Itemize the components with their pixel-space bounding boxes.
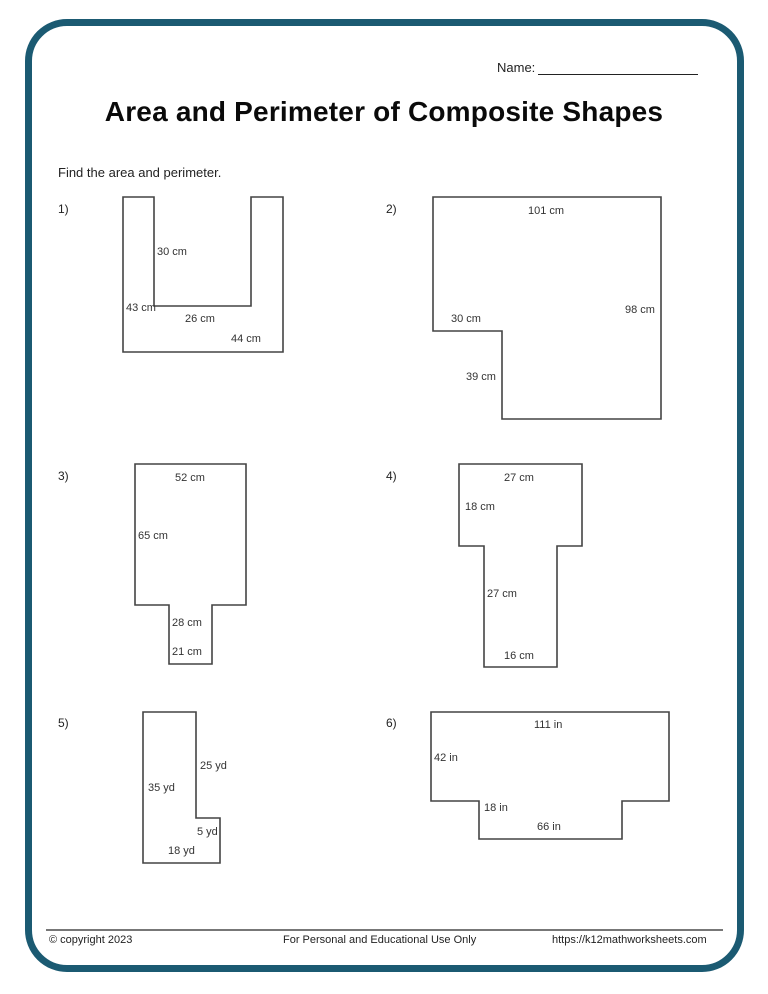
dimension-label: 21 cm [172, 646, 202, 658]
problem-number-6: 6) [386, 716, 397, 730]
instructions: Find the area and perimeter. [58, 165, 222, 180]
shape-2-l-shape [432, 196, 662, 420]
dimension-label: 27 cm [487, 588, 517, 600]
name-label: Name: [497, 60, 536, 75]
dimension-label: 5 yd [197, 826, 218, 838]
page-title: Area and Perimeter of Composite Shapes [104, 96, 664, 127]
shape-6-composite [430, 711, 670, 840]
footer-copyright: © copyright 2023 [49, 934, 133, 946]
dimension-label: 111 in [534, 719, 563, 731]
worksheet-frame [25, 19, 744, 972]
problem-number-5: 5) [58, 716, 69, 730]
dimension-label: 16 cm [504, 650, 534, 662]
dimension-label: 39 cm [466, 371, 496, 383]
dimension-label: 52 cm [175, 472, 205, 484]
dimension-label: 42 in [434, 752, 458, 764]
dimension-label: 30 cm [157, 246, 187, 258]
problem-number-2: 2) [386, 202, 397, 216]
name-field[interactable]: Name: [497, 60, 699, 75]
dimension-label: 66 in [537, 821, 561, 833]
dimension-label: 43 cm [126, 302, 156, 314]
shape-1-u-shape [122, 196, 284, 353]
dimension-label: 65 cm [138, 530, 168, 542]
dimension-label: 44 cm [231, 333, 261, 345]
dimension-label: 101 cm [528, 205, 565, 217]
problem-number-3: 3) [58, 469, 69, 483]
dimension-label: 35 yd [148, 782, 175, 794]
dimension-label: 28 cm [172, 617, 202, 629]
dimension-label: 98 cm [625, 304, 655, 316]
shape-5-l-shape [142, 711, 221, 864]
footer-notice: For Personal and Educational Use Only [283, 934, 477, 946]
dimension-label: 18 yd [168, 845, 195, 857]
footer-url[interactable]: https://k12mathworksheets.com [552, 934, 707, 946]
shape-3-composite [134, 463, 247, 665]
dimension-label: 26 cm [185, 313, 215, 325]
problem-number-4: 4) [386, 469, 397, 483]
footer-divider [46, 929, 723, 931]
dimension-label: 30 cm [451, 313, 481, 325]
dimension-label: 25 yd [200, 760, 227, 772]
name-blank-line[interactable] [538, 62, 699, 75]
dimension-label: 27 cm [504, 472, 534, 484]
problem-number-1: 1) [58, 202, 69, 216]
dimension-label: 18 in [484, 802, 508, 814]
dimension-label: 18 cm [465, 501, 495, 513]
shape-4-t-shape [458, 463, 583, 668]
